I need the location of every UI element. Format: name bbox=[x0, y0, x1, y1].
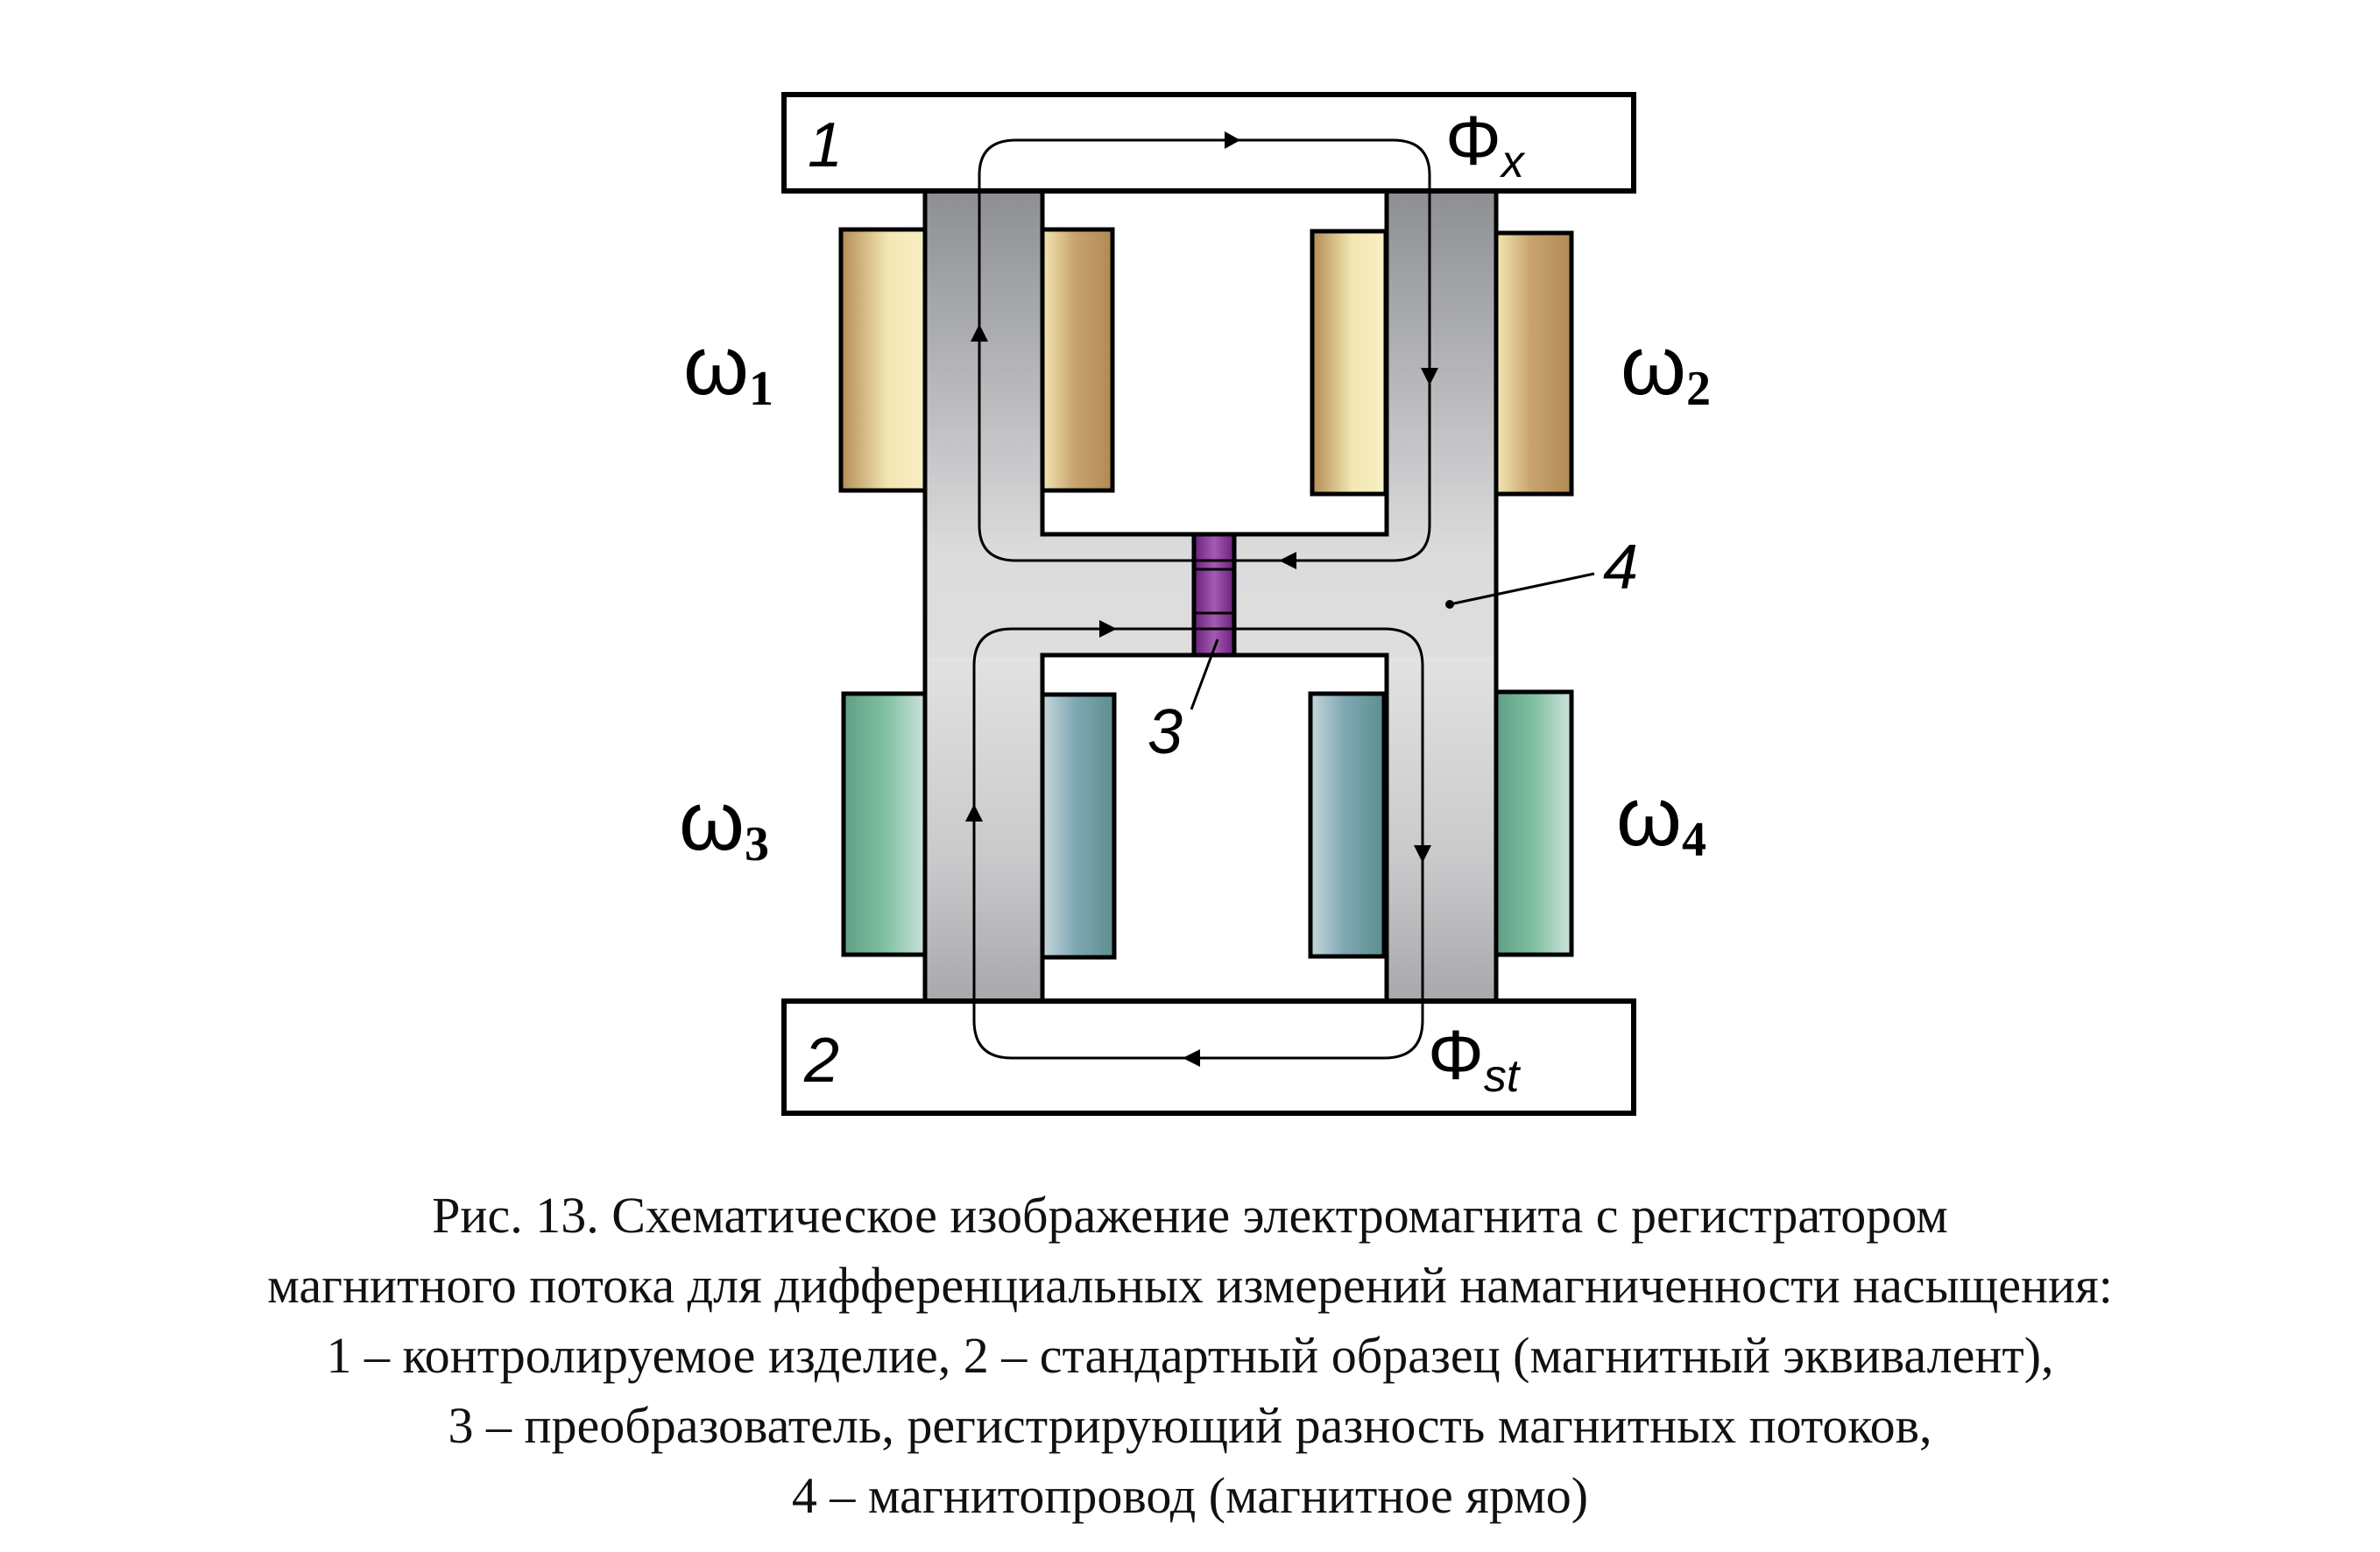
coil-w1-inner bbox=[1040, 227, 1115, 493]
flux-arrow-middle-right bbox=[1099, 620, 1117, 638]
flux-path-upper bbox=[978, 138, 1431, 562]
flux-arrow-left-up bbox=[971, 324, 988, 342]
label-winding-w1: ω1 bbox=[683, 319, 773, 416]
coil-w2-inner bbox=[1310, 229, 1388, 497]
coil-w4-inner bbox=[1308, 691, 1387, 959]
figure-caption: Рис. 13. Схематическое изображение элект… bbox=[0, 1181, 2380, 1531]
caption-line-5: 4 – магнитопровод (магнитное ярмо) bbox=[791, 1467, 1589, 1524]
flux-arrow-top bbox=[1225, 131, 1240, 149]
flux-arrow-middle-left bbox=[1279, 552, 1296, 569]
coil-w1-outer bbox=[838, 227, 929, 493]
label-part-4: 4 bbox=[1603, 533, 1638, 603]
coil-w3-inner bbox=[1040, 692, 1117, 960]
label-winding-w2: ω2 bbox=[1621, 319, 1711, 416]
caption-line-4: 3 – преобразователь, регистрирующий разн… bbox=[448, 1397, 1932, 1454]
electromagnet-diagram: 1 2 3 4 Φx Φst ω1 ω2 ω3 ω4 bbox=[679, 92, 1711, 1116]
label-winding-w3: ω3 bbox=[679, 774, 769, 871]
flux-arrow-left-lower-up bbox=[965, 804, 983, 822]
sensor-3 bbox=[1191, 532, 1237, 658]
coil-w2-outer bbox=[1494, 230, 1574, 497]
core-lower-shade-right bbox=[1388, 657, 1494, 999]
plate-1-controlled-item bbox=[781, 92, 1636, 194]
label-part-3: 3 bbox=[1148, 697, 1183, 767]
leader-line-3 bbox=[1190, 638, 1219, 710]
leader-dot-4 bbox=[1445, 600, 1454, 609]
flux-arrow-right-down bbox=[1414, 845, 1431, 863]
leader-line-4 bbox=[1449, 572, 1595, 606]
label-part-1: 1 bbox=[808, 110, 843, 180]
coil-w4-outer bbox=[1494, 689, 1574, 957]
label-flux-x: Φx bbox=[1445, 102, 1526, 187]
caption-line-3: 1 – контролируемое изделие, 2 – стандарт… bbox=[326, 1327, 2054, 1384]
label-part-2: 2 bbox=[803, 1026, 839, 1096]
flux-path-lower bbox=[972, 627, 1424, 1060]
flux-arrow-bottom bbox=[1183, 1049, 1200, 1067]
label-winding-w4: ω4 bbox=[1616, 770, 1706, 867]
flux-arrow-right-up bbox=[1421, 368, 1438, 385]
caption-line-1: Рис. 13. Схематическое изображение элект… bbox=[432, 1187, 1948, 1244]
label-flux-st: Φst bbox=[1428, 1016, 1522, 1102]
core-lower-shade bbox=[927, 657, 1041, 999]
coil-w3-outer bbox=[841, 691, 929, 957]
caption-line-2: магнитного потока для дифференциальных и… bbox=[267, 1257, 2113, 1314]
